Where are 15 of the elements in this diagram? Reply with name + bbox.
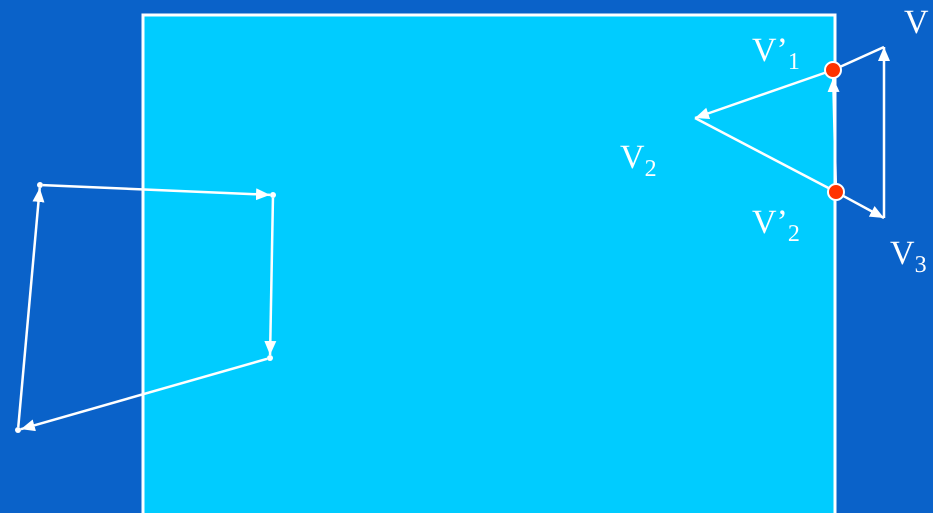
arrow: [20, 358, 268, 432]
arrow: [264, 198, 276, 356]
arrow: [842, 194, 885, 220]
arrow: [878, 47, 890, 218]
vertex-label: V’$_{2}$: [752, 204, 800, 248]
arrow: [694, 71, 826, 120]
vertex-label: V’$_{1}$: [752, 32, 800, 76]
vertex-label: V$_{3}$: [890, 235, 927, 278]
polygon-edge: [840, 46, 885, 68]
arrow: [17, 188, 44, 428]
vertex-label: V: [904, 4, 929, 42]
polygon-edge: [694, 116, 830, 190]
arrow: [828, 78, 840, 184]
vertex-label: V$_{2}$: [620, 139, 657, 182]
arrow: [42, 184, 270, 200]
